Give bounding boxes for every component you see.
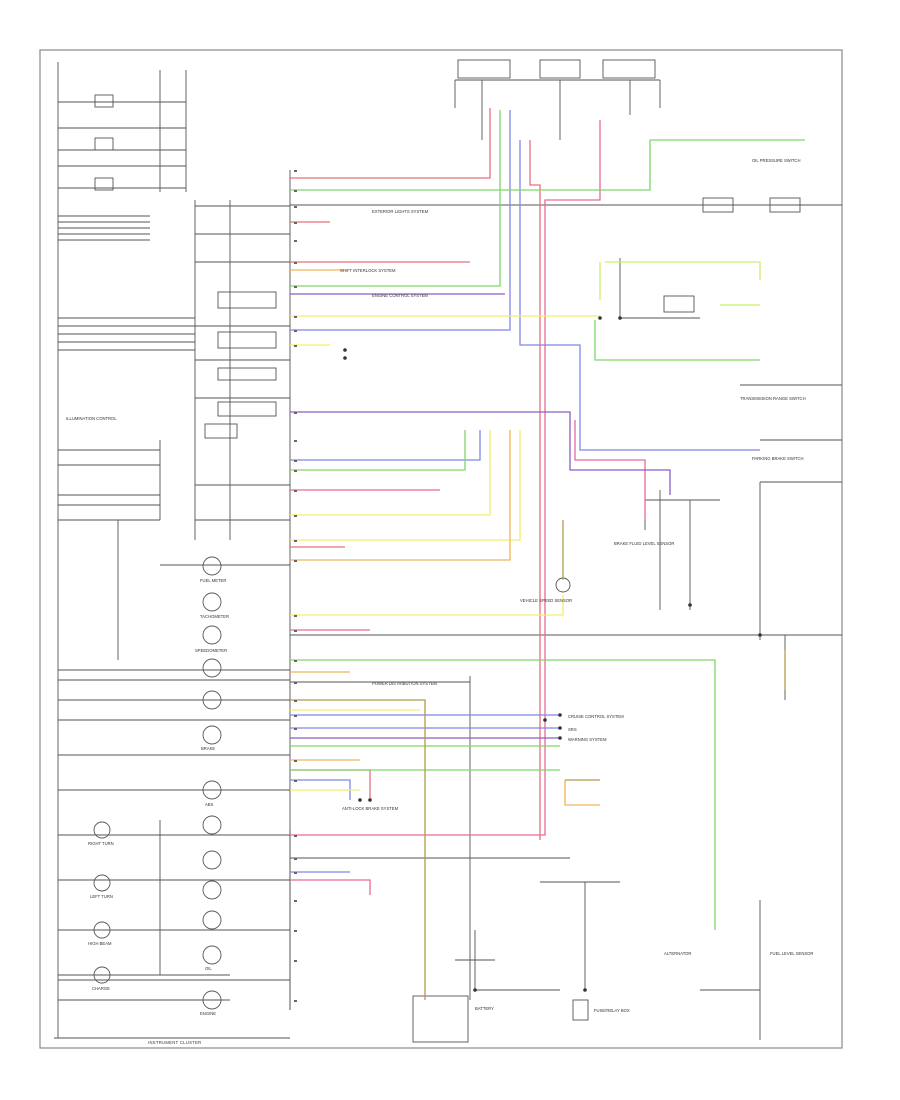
system-label-cruise: CRUISE CONTROL SYSTEM (568, 714, 624, 719)
component-label-trans-range: TRANSMISSION RANGE SWITCH (740, 396, 806, 401)
gauge-label-tach: TACHOMETER (200, 614, 229, 619)
gauge-label-charge: CHARGE (92, 986, 110, 991)
system-label-warning: WARNING SYSTEM (568, 737, 607, 742)
system-label-abs: ANTI-LOCK BRAKE SYSTEM (342, 806, 399, 811)
gauge-label-brake: BRAKE (201, 746, 215, 751)
system-labels: ENGINE CONTROL SYSTEM SHIFT INTERLOCK SY… (340, 209, 624, 811)
gauge-label-right-turn: RIGHT TURN (88, 841, 114, 846)
component-labels: TRANSMISSION RANGE SWITCH OIL PRESSURE S… (66, 158, 813, 1013)
component-label-parking-brake: PARKING BRAKE SWITCH (752, 456, 804, 461)
component-label-fuel-level: FUEL LEVEL SENSOR (770, 951, 813, 956)
component-label-alternator: ALTERNATOR (664, 951, 691, 956)
component-label-oil-pressure: OIL PRESSURE SWITCH (752, 158, 800, 163)
system-label-exterior: EXTERIOR LIGHTS SYSTEM (372, 209, 429, 214)
system-label-power: POWER DISTRIBUTION SYSTEM (372, 681, 437, 686)
gauge-label-speed: SPEEDOMETER (195, 648, 227, 653)
gauge-label-left-turn: LEFT TURN (90, 894, 113, 899)
gauge-labels: FUEL METER TACHOMETER SPEEDOMETER BRAKE … (88, 578, 229, 1016)
junction-dots (343, 316, 762, 992)
component-label-battery: BATTERY (475, 1006, 494, 1011)
gauge-label-abs: ABS (205, 802, 214, 807)
component-label-brake-fluid: BRAKE FLUID LEVEL SENSOR (614, 541, 674, 546)
gauge-label-high-beam: HIGH BEAM (88, 941, 112, 946)
system-label-engine: ENGINE CONTROL SYSTEM (372, 293, 428, 298)
component-label-illumination: ILLUMINATION CONTROL (66, 416, 117, 421)
system-label-srs: SRS (568, 727, 577, 732)
footer-title: INSTRUMENT CLUSTER (148, 1040, 201, 1045)
gauge-label-oil: OIL (205, 966, 212, 971)
connector-pins (294, 170, 297, 1002)
component-label-fuse-relay: FUSE/RELAY BOX (594, 1008, 630, 1013)
system-label-shift: SHIFT INTERLOCK SYSTEM (340, 268, 396, 273)
gauge-label-fuel: FUEL METER (200, 578, 226, 583)
component-label-vss: VEHICLE SPEED SENSOR (520, 598, 572, 603)
black-wiring (54, 59, 842, 1043)
diagram-frame (39, 49, 843, 1049)
gauge-label-engine: ENGINE (200, 1011, 216, 1016)
colored-wiring (290, 108, 805, 1000)
